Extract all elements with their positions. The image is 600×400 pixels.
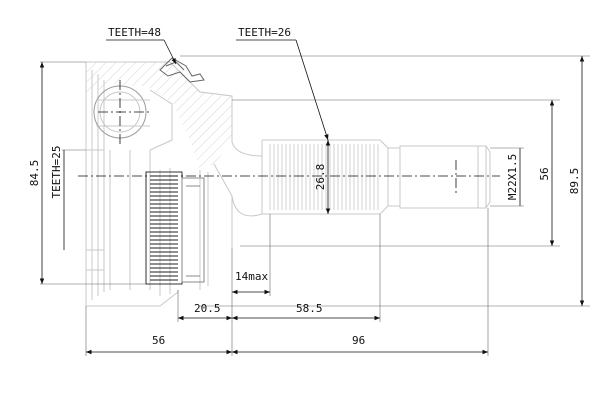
dim-58-5-label: 58.5 [296, 302, 323, 315]
dim-96: 96 [232, 334, 488, 355]
leader-teeth-48: TEETH=48 [106, 26, 177, 65]
teeth-25-label: TEETH=25 [50, 146, 63, 199]
dim-56-bottom-label: 56 [152, 334, 165, 347]
dim-20-5-label: 20.5 [194, 302, 221, 315]
dim-56-right: 56 [538, 100, 555, 246]
dim-thread: M22X1.5 [490, 147, 524, 207]
spline-shaft [261, 139, 491, 215]
dim-96-label: 96 [352, 334, 365, 347]
extension-lines [40, 55, 590, 356]
dim-14max-label: 14max [235, 270, 268, 283]
leader-teeth-26: TEETH=26 [236, 26, 329, 141]
dim-20-5: 20.5 [178, 302, 232, 321]
dim-26-8: 26.8 [314, 140, 331, 214]
dim-84-5: 84.5 [28, 61, 45, 284]
teeth-48-label: TEETH=48 [108, 26, 161, 39]
dim-14max: 14max [232, 270, 270, 295]
dim-teeth-25: TEETH=25 [50, 146, 65, 250]
seal-clip [159, 57, 205, 83]
dim-56-right-label: 56 [538, 167, 551, 180]
center-lines [78, 80, 500, 196]
dim-84-5-label: 84.5 [28, 160, 41, 187]
abs-tone-ring [145, 171, 205, 285]
dim-58-5: 58.5 [232, 302, 380, 321]
dim-26-8-label: 26.8 [314, 164, 327, 191]
thread-label: M22X1.5 [506, 154, 519, 200]
dim-56-bottom: 56 [86, 334, 232, 355]
dim-89-5-label: 89.5 [568, 168, 581, 195]
teeth-26-label: TEETH=26 [238, 26, 291, 39]
dim-89-5: 89.5 [568, 56, 585, 306]
